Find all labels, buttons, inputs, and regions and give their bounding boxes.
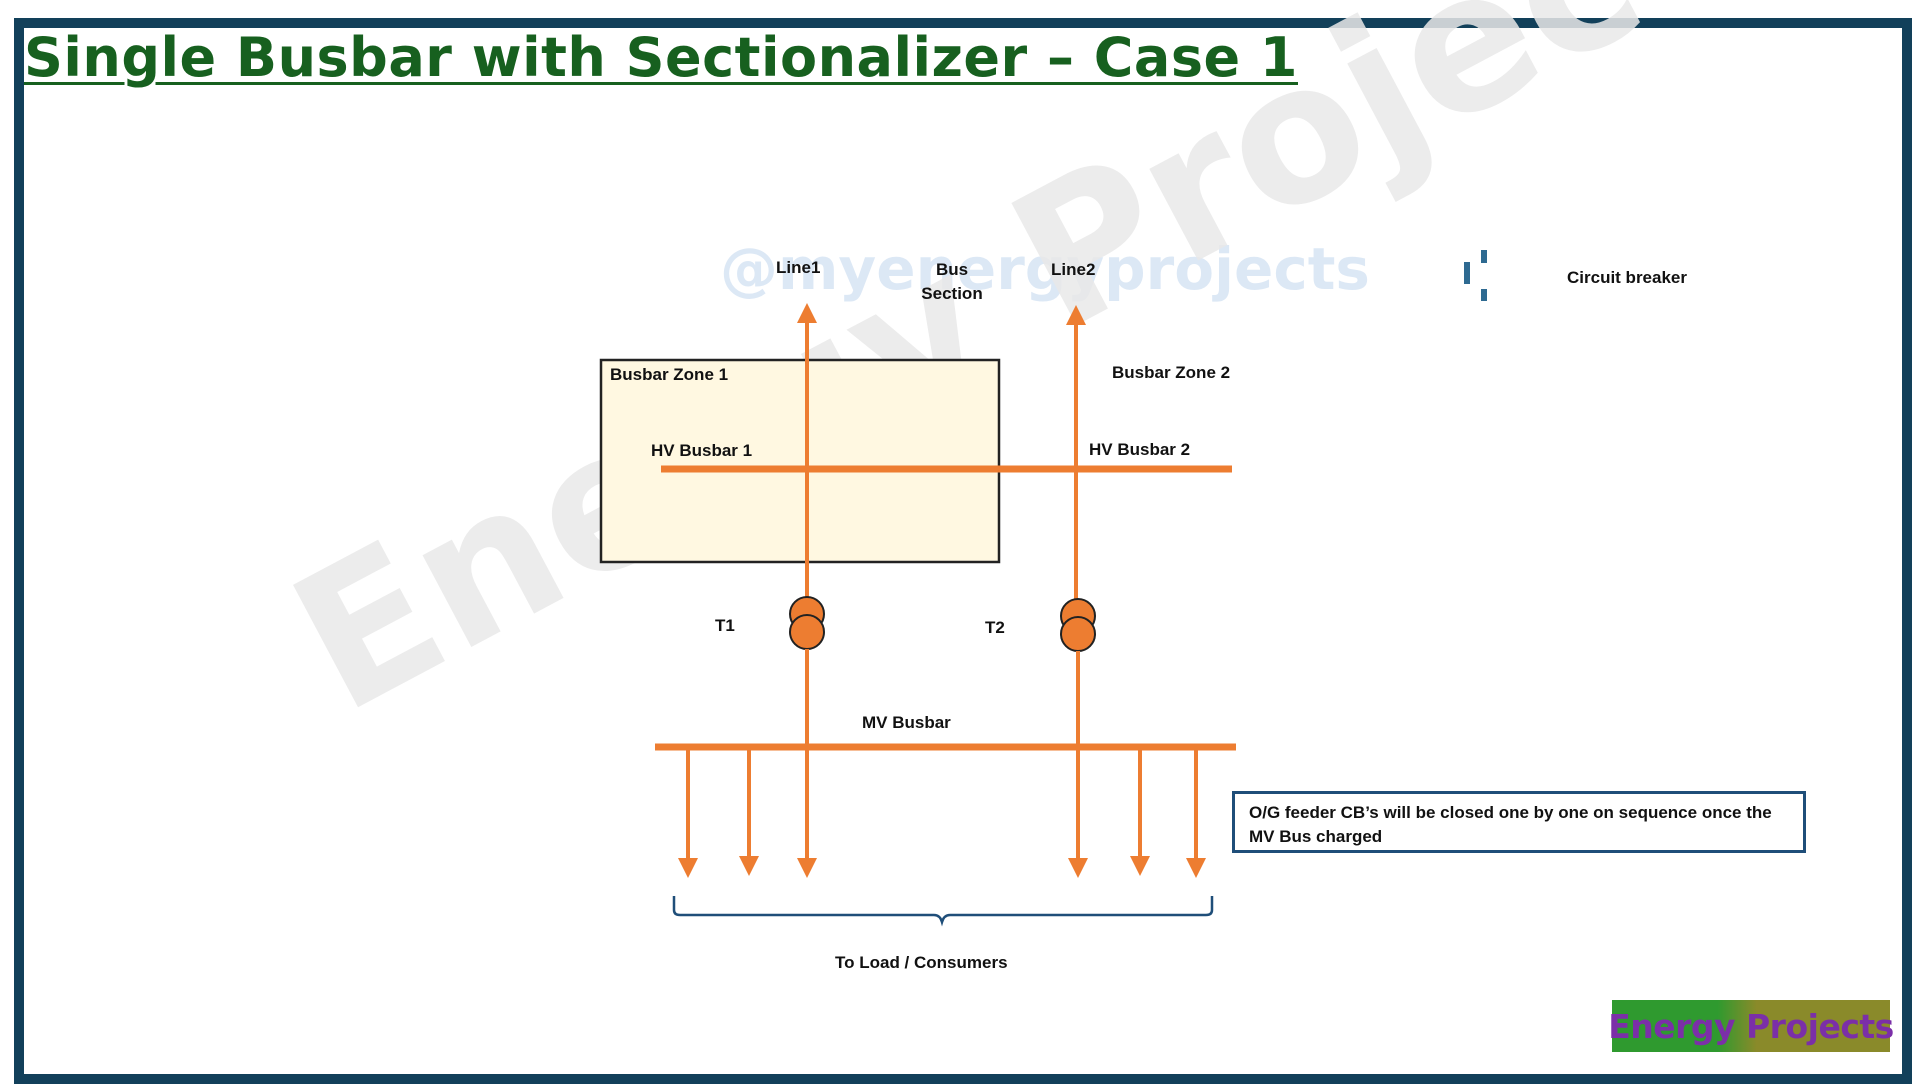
- t1-label: T1: [715, 616, 735, 635]
- page-title: Single Busbar with Sectionalizer – Case …: [24, 26, 1298, 89]
- watermark-handle: @myenergyprojects: [720, 235, 1370, 303]
- busbar-zone-1-box: [599, 358, 1001, 564]
- bus-section-label: Bus Section: [921, 260, 983, 303]
- hv-busbar-2-label: HV Busbar 2: [1089, 440, 1191, 459]
- to-load-label: To Load / Consumers: [835, 953, 1008, 972]
- line2-label: Line2: [1051, 260, 1096, 279]
- transformer-t1-icon: [789, 596, 825, 650]
- hv-busbar-1-label: HV Busbar 1: [651, 441, 753, 460]
- circuit-breaker-icon: [1464, 250, 1487, 301]
- mv-busbar-label: MV Busbar: [862, 713, 951, 732]
- energy-projects-logo: Energy Projects: [1608, 1000, 1894, 1052]
- busbar-zone-2-label: Busbar Zone 2: [1112, 363, 1231, 382]
- transformer-t2-icon: [1060, 598, 1096, 652]
- busbar-zone-1-label: Busbar Zone 1: [610, 365, 729, 384]
- t2-label: T2: [985, 618, 1005, 637]
- circuit-breaker-legend-label: Circuit breaker: [1567, 268, 1687, 287]
- load-brace: [672, 896, 1214, 927]
- line1-label: Line1: [776, 258, 821, 277]
- sequence-note: O/G feeder CB’s will be closed one by on…: [1232, 791, 1806, 853]
